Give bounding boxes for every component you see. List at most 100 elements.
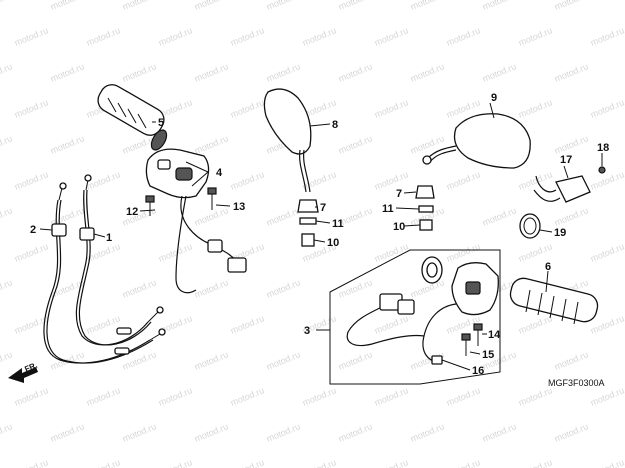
watermark-text: motod.ru	[373, 97, 410, 120]
watermark-text: motod.ru	[553, 205, 590, 228]
callout-11-right: 11	[382, 203, 394, 215]
watermark-text: motod.ru	[337, 421, 374, 444]
watermark-text: motod.ru	[589, 25, 625, 48]
watermark-text: motod.ru	[13, 385, 50, 408]
callout-10-left: 10	[327, 237, 339, 249]
watermark-text: motod.ru	[409, 0, 446, 12]
watermark-text: motod.ru	[229, 313, 266, 336]
watermark-text: motod.ru	[589, 457, 625, 468]
watermark-text: motod.ru	[445, 25, 482, 48]
watermark-text: motod.ru	[121, 61, 158, 84]
clamp-band	[519, 213, 541, 239]
callout-13: 13	[233, 201, 245, 213]
watermark-text: motod.ru	[0, 0, 14, 12]
watermark-text: motod.ru	[49, 0, 86, 12]
watermark-text: motod.ru	[553, 421, 590, 444]
right-switch-housing	[346, 262, 499, 363]
watermark-text: motod.ru	[85, 313, 122, 336]
watermark-text: motod.ru	[157, 385, 194, 408]
watermark-text: motod.ru	[409, 133, 446, 156]
right-mirror	[422, 113, 531, 169]
watermark-text: motod.ru	[229, 457, 266, 468]
callout-18: 18	[597, 142, 609, 154]
watermark-text: motod.ru	[121, 277, 158, 300]
watermark-text: motod.ru	[373, 457, 410, 468]
watermark-text: motod.ru	[265, 349, 302, 372]
watermark-text: motod.ru	[193, 205, 230, 228]
watermark-text: motod.ru	[409, 421, 446, 444]
callout-labels: 1 2 3 4 5 6 7 7 8 9 10 10 11 11 12 13 14…	[30, 92, 609, 377]
watermark-text: motod.ru	[193, 349, 230, 372]
callout-2: 2	[30, 224, 36, 236]
watermark-text: motod.ru	[517, 313, 554, 336]
watermark-text: motod.ru	[121, 421, 158, 444]
left-mirror	[263, 88, 312, 193]
callout-16: 16	[472, 365, 484, 377]
callout-9: 9	[491, 92, 497, 104]
watermark-text: motod.ru	[373, 169, 410, 192]
watermark-text: motod.ru	[517, 385, 554, 408]
watermark-text: motod.ru	[265, 205, 302, 228]
callout-5: 5	[158, 117, 164, 129]
callout-7-right: 7	[396, 188, 402, 200]
watermark-text: motod.ru	[229, 97, 266, 120]
callout-17: 17	[560, 154, 572, 166]
watermark-text: motod.ru	[301, 25, 338, 48]
watermark-text: motod.ru	[589, 97, 625, 120]
watermark-text: motod.ru	[373, 25, 410, 48]
watermark-text: motod.ru	[0, 61, 14, 84]
callout-4: 4	[216, 167, 223, 179]
watermark-text: motod.ru	[589, 385, 625, 408]
screw-12	[145, 195, 155, 216]
screw-18	[598, 166, 606, 174]
right-switch-assembly-frame	[329, 249, 501, 385]
watermark-text: motod.ru	[49, 421, 86, 444]
watermark-text: motod.ru	[0, 349, 14, 372]
watermark-text: motod.ru	[481, 205, 518, 228]
watermark-text: motod.ru	[337, 61, 374, 84]
watermark-text: motod.ru	[193, 61, 230, 84]
watermark-text: motod.ru	[589, 241, 625, 264]
watermark-text: motod.ru	[337, 277, 374, 300]
watermark-text: motod.ru	[481, 0, 518, 12]
watermark-text: motod.ru	[589, 169, 625, 192]
watermark-text: motod.ru	[0, 277, 14, 300]
watermark-text: motod.ru	[13, 169, 50, 192]
watermark-text: motod.ru	[49, 61, 86, 84]
watermark-text: motod.ru	[517, 25, 554, 48]
watermark-text: motod.ru	[265, 0, 302, 12]
callout-1: 1	[106, 232, 112, 244]
watermark-text: motod.ru	[193, 0, 230, 12]
callout-19: 19	[554, 227, 566, 239]
watermark-text: motod.ru	[517, 97, 554, 120]
watermark-text: motod.ru	[121, 0, 158, 12]
watermark-text: motod.ru	[193, 277, 230, 300]
throttle-pulley	[421, 256, 443, 284]
callout-11-left: 11	[332, 218, 344, 230]
callout-3: 3	[304, 325, 310, 337]
diagram-code: MGF3F0300A	[548, 378, 605, 388]
left-grip	[97, 84, 168, 151]
watermark-text: motod.ru	[481, 61, 518, 84]
watermark-text: motod.ru	[553, 349, 590, 372]
watermark-text: motod.ru	[49, 133, 86, 156]
screw-13	[207, 187, 217, 210]
watermark-text: motod.ru	[157, 457, 194, 468]
watermark-text: motod.ru	[85, 241, 122, 264]
watermark-text: motod.ru	[157, 241, 194, 264]
watermark-text: motod.ru	[517, 457, 554, 468]
watermark-text: motod.ru	[193, 421, 230, 444]
watermark-text: motod.ru	[13, 241, 50, 264]
watermark-text: motod.ru	[553, 61, 590, 84]
watermark-text: motod.ru	[0, 133, 14, 156]
watermark-text: motod.ru	[0, 421, 14, 444]
watermark-text: motod.ru	[85, 385, 122, 408]
callout-14: 14	[488, 329, 501, 341]
watermark-text: motod.ru	[553, 0, 590, 12]
watermark-text: motod.ru	[229, 169, 266, 192]
screw-15	[461, 333, 471, 356]
watermark-text: motod.ru	[229, 25, 266, 48]
watermark-text: motod.ru	[13, 457, 50, 468]
callout-10-right: 10	[393, 221, 405, 233]
